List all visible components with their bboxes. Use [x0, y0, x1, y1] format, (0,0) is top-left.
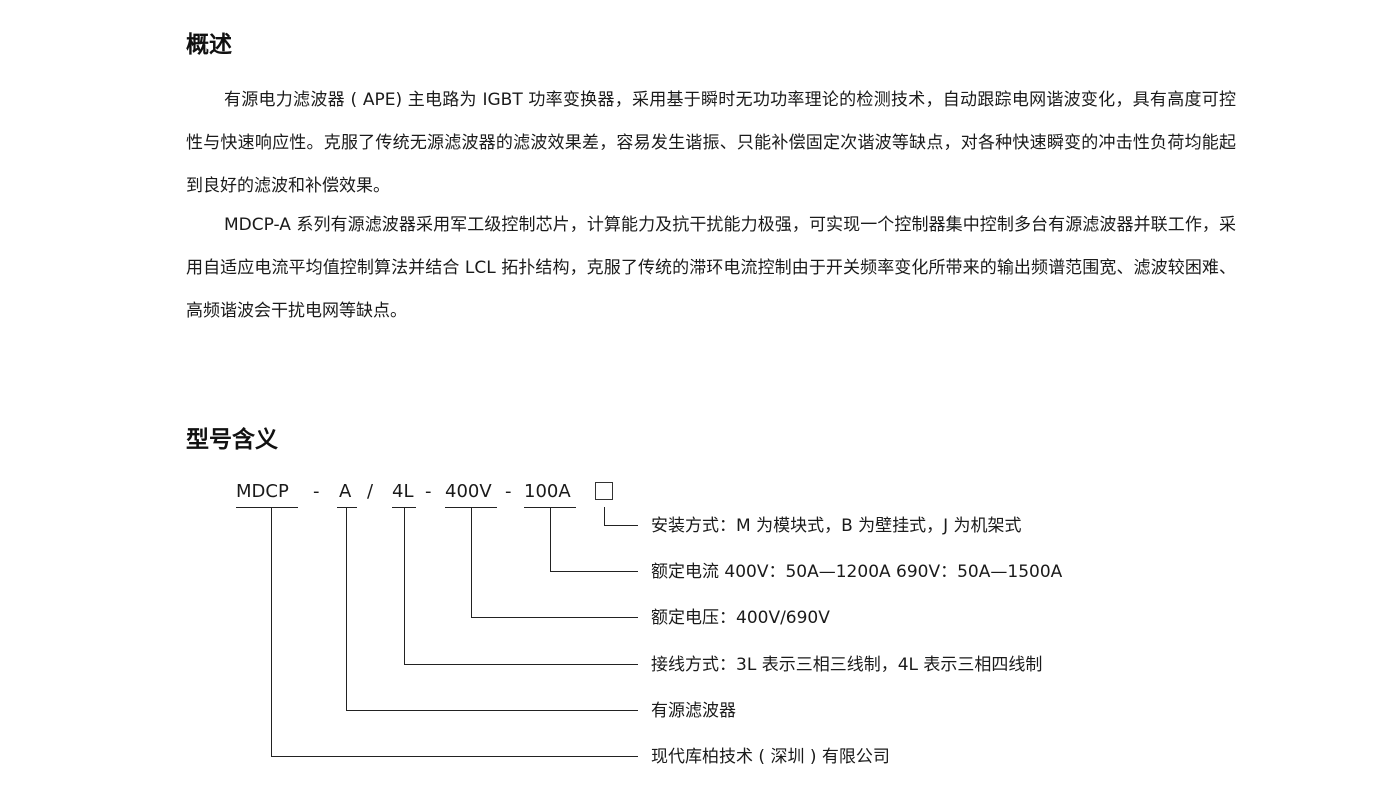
install-type-placeholder-box [595, 482, 613, 500]
current-leader-line [550, 507, 638, 572]
code-type-underline [337, 507, 357, 508]
type-leader-line [346, 507, 638, 711]
voltage-leader-line [471, 507, 638, 618]
code-separator: - [313, 481, 320, 502]
code-separator: - [425, 481, 432, 502]
code-series: MDCP [236, 481, 289, 502]
company-description: 现代库柏技术 ( 深圳 ) 有限公司 [651, 747, 890, 767]
code-current: 100A [524, 481, 571, 502]
rated-voltage-description: 额定电压：400V/690V [651, 608, 830, 628]
rated-current-description: 额定电流 400V：50A—1200A 690V：50A—1500A [651, 562, 1063, 582]
code-type: A [339, 481, 352, 502]
overview-heading: 概述 [186, 32, 232, 58]
install-type-description: 安装方式：M 为模块式，B 为壁挂式，J 为机架式 [651, 516, 1022, 536]
wiring-description: 接线方式：3L 表示三相三线制，4L 表示三相四线制 [651, 655, 1043, 675]
product-type-description: 有源滤波器 [651, 701, 736, 721]
install-type-leader-line [604, 507, 638, 526]
overview-paragraph-2: MDCP-A 系列有源滤波器采用军工级控制芯片，计算能力及抗干扰能力极强，可实现… [186, 215, 1236, 321]
series-leader-line [271, 507, 638, 757]
code-voltage: 400V [445, 481, 492, 502]
code-wiring: 4L [392, 481, 414, 502]
overview-paragraph-1: 有源电力滤波器 ( APE) 主电路为 IGBT 功率变换器，采用基于瞬时无功功… [186, 90, 1236, 196]
wiring-leader-line [404, 507, 638, 665]
model-meaning-heading: 型号含义 [186, 427, 278, 453]
code-slash: / [367, 481, 374, 502]
code-separator: - [505, 481, 512, 502]
code-series-underline [236, 507, 298, 508]
